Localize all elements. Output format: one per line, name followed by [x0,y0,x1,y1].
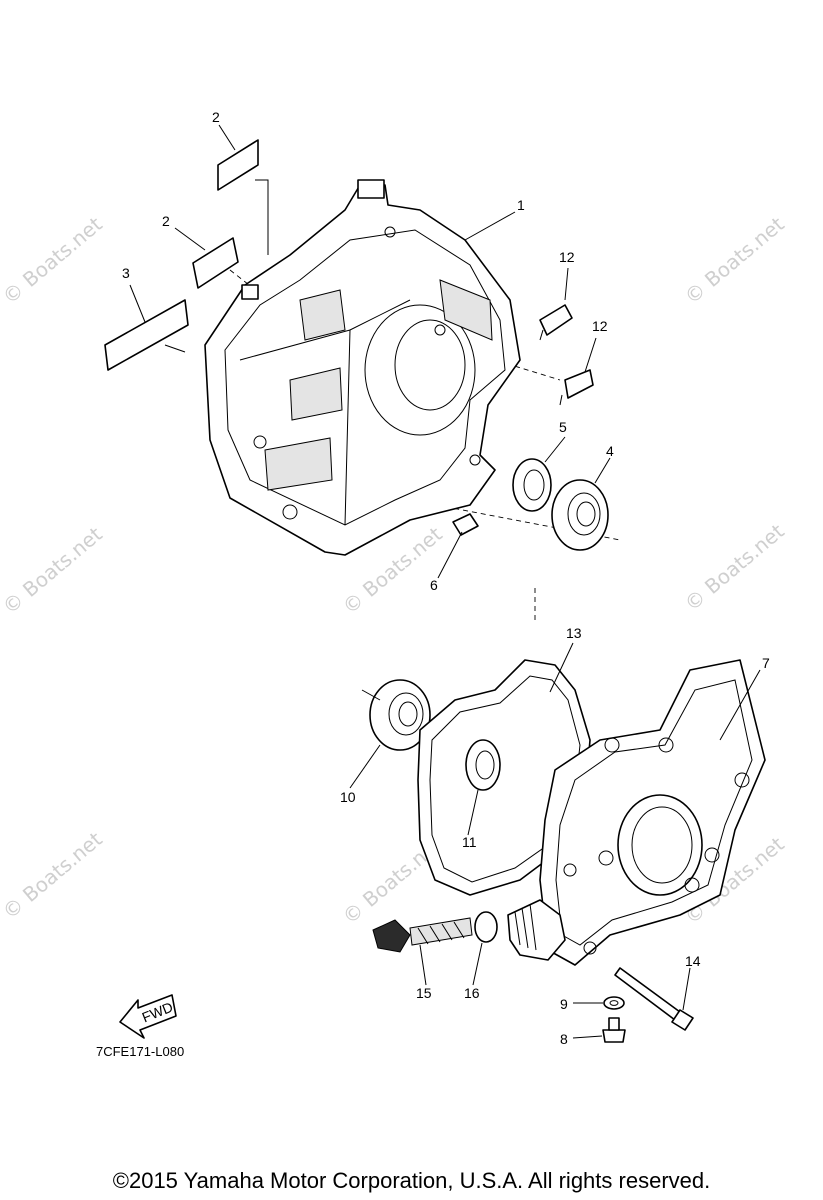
part-labels: 2 2 3 1 12 12 5 4 6 13 7 10 11 15 16 14 … [122,109,770,1047]
part-label: 6 [430,577,438,593]
part-label: 5 [559,419,567,435]
part-label: 7 [762,655,770,671]
oil-dipstick-15 [372,917,473,953]
part-label: 8 [560,1031,568,1047]
part-label: 9 [560,996,568,1012]
bearing-4 [551,479,609,551]
part-label: 15 [416,985,432,1001]
part-label: 1 [517,197,525,213]
watermark: © Boats.net [0,827,107,924]
clip-12-upper [539,304,573,341]
copyright-notice: ©2015 Yamaha Motor Corporation, U.S.A. A… [112,1168,711,1193]
oil-seal-5 [512,458,552,512]
bolt-14 [614,967,694,1031]
part-label: 11 [462,834,477,850]
crankcase-cover-7 [539,659,766,966]
decal-label-3 [104,299,189,371]
part-label: 2 [212,109,220,125]
dowel-pin-6 [452,513,479,536]
part-label: 12 [559,249,575,265]
part-label: 16 [464,985,480,1001]
watermark: © Boats.net [0,212,107,309]
diagram-code: 7CFE171-L080 [96,1044,185,1059]
decal-label-2-mid [192,237,239,289]
crankcase [204,179,521,556]
filler-neck [507,899,566,961]
watermark: © Boats.net [0,522,107,619]
drain-bolt-8 [602,1017,626,1043]
o-ring-16 [474,911,498,943]
washer-9 [603,996,625,1010]
watermark: © Boats.net [680,212,789,309]
part-label: 4 [606,443,614,459]
part-label: 10 [340,789,356,805]
decal-label-2-top [217,139,259,191]
part-label: 3 [122,265,130,281]
fwd-arrow-icon: FWD [119,994,177,1039]
oil-seal-11 [465,739,501,791]
part-label: 14 [685,953,701,969]
part-label: 12 [592,318,608,334]
part-label: 13 [566,625,582,641]
leader-lines [129,124,761,1039]
watermark: © Boats.net [680,519,789,616]
part-label: 2 [162,213,170,229]
clip-12-lower [559,369,594,406]
bearing-10 [369,679,431,751]
